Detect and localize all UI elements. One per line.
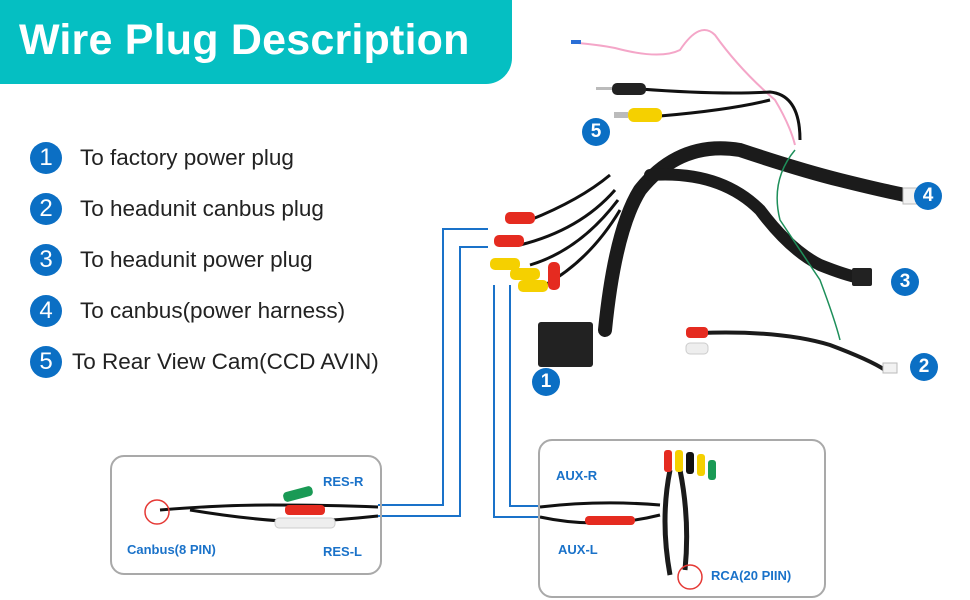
legend-label-3: To headunit power plug [80,247,313,272]
green-rca [283,486,313,502]
canbus-connector-highlight [144,499,170,525]
white-rca [274,517,336,529]
rca-yellow-plug-2 [697,454,705,476]
aux-l-red-plug [585,516,635,525]
main-harness-sleeve [598,141,912,337]
legend-label-4: To canbus(power harness) [80,298,346,323]
pink-wire [577,29,796,146]
rca-connector-label: RCA(20 PIIN) [711,568,792,583]
marker-3: 3 [891,268,919,296]
green-wire [776,149,841,341]
canbus-inset-cable [159,503,379,512]
aux-r-cable [539,501,661,509]
red-rca-socket [686,327,708,338]
blue-wire-tip [571,40,581,44]
white-rca-socket [685,342,709,355]
leader-line-res-l [378,246,488,517]
legend-label-2: To headunit canbus plug [80,196,324,221]
aux-r-label: AUX-R [556,468,598,483]
camera-rca-plug [628,108,662,122]
legend-item-4: 4 To canbus(power harness) [30,294,345,328]
rca-bundle-cable [662,469,690,576]
rca-fan [490,173,622,292]
rca-inset [538,439,826,598]
legend-label-1: To factory power plug [80,145,294,170]
factory-plug-1 [538,322,593,367]
legend-label-5: To Rear View Cam(CCD AVIN) [72,349,379,374]
leader-line-aux-r [509,285,540,507]
marker-1: 1 [532,368,560,396]
canbus-branch-cable [699,330,887,372]
number-badge-5: 5 [30,346,62,378]
res-r-label: RES-R [323,474,364,489]
mic-jack-plug [612,83,646,95]
rca-connector-highlight [677,564,703,590]
red-rca [285,505,325,515]
marker-2: 2 [910,353,938,381]
connector-3 [852,268,872,286]
leader-line-aux-l [493,285,540,518]
legend-item-3: 3 To headunit power plug [30,243,313,277]
camera-rca-tip [614,112,628,118]
legend-item-1: 1 To factory power plug [30,141,294,175]
rca-yellow-plug [675,450,683,472]
legend-item-5: 5 To Rear View Cam(CCD AVIN) [30,345,379,379]
leader-line-res-r [378,228,488,506]
leader-lines [378,228,540,518]
canbus-connector-label: Canbus(8 PIN) [127,542,216,557]
connector-2 [882,362,898,374]
aux-l-label: AUX-L [558,542,598,557]
camera-cable [659,98,771,118]
title-banner: Wire Plug Description [0,0,512,84]
number-badge-2: 2 [30,193,62,225]
res-l-label: RES-L [323,544,362,559]
legend-item-2: 2 To headunit canbus plug [30,192,324,226]
mic-cable [639,87,802,141]
rca-green-plug [708,460,716,480]
marker-5: 5 [582,118,610,146]
number-badge-1: 1 [30,142,62,174]
number-badge-3: 3 [30,244,62,276]
power-branch-sleeve [644,168,866,284]
page-title: Wire Plug Description [19,16,470,64]
rca-red-plug [664,450,672,472]
number-badge-4: 4 [30,295,62,327]
rca-black-plug [686,452,694,474]
canbus-inset [110,455,382,575]
marker-4: 4 [914,182,942,210]
mic-jack-tip [596,87,612,90]
